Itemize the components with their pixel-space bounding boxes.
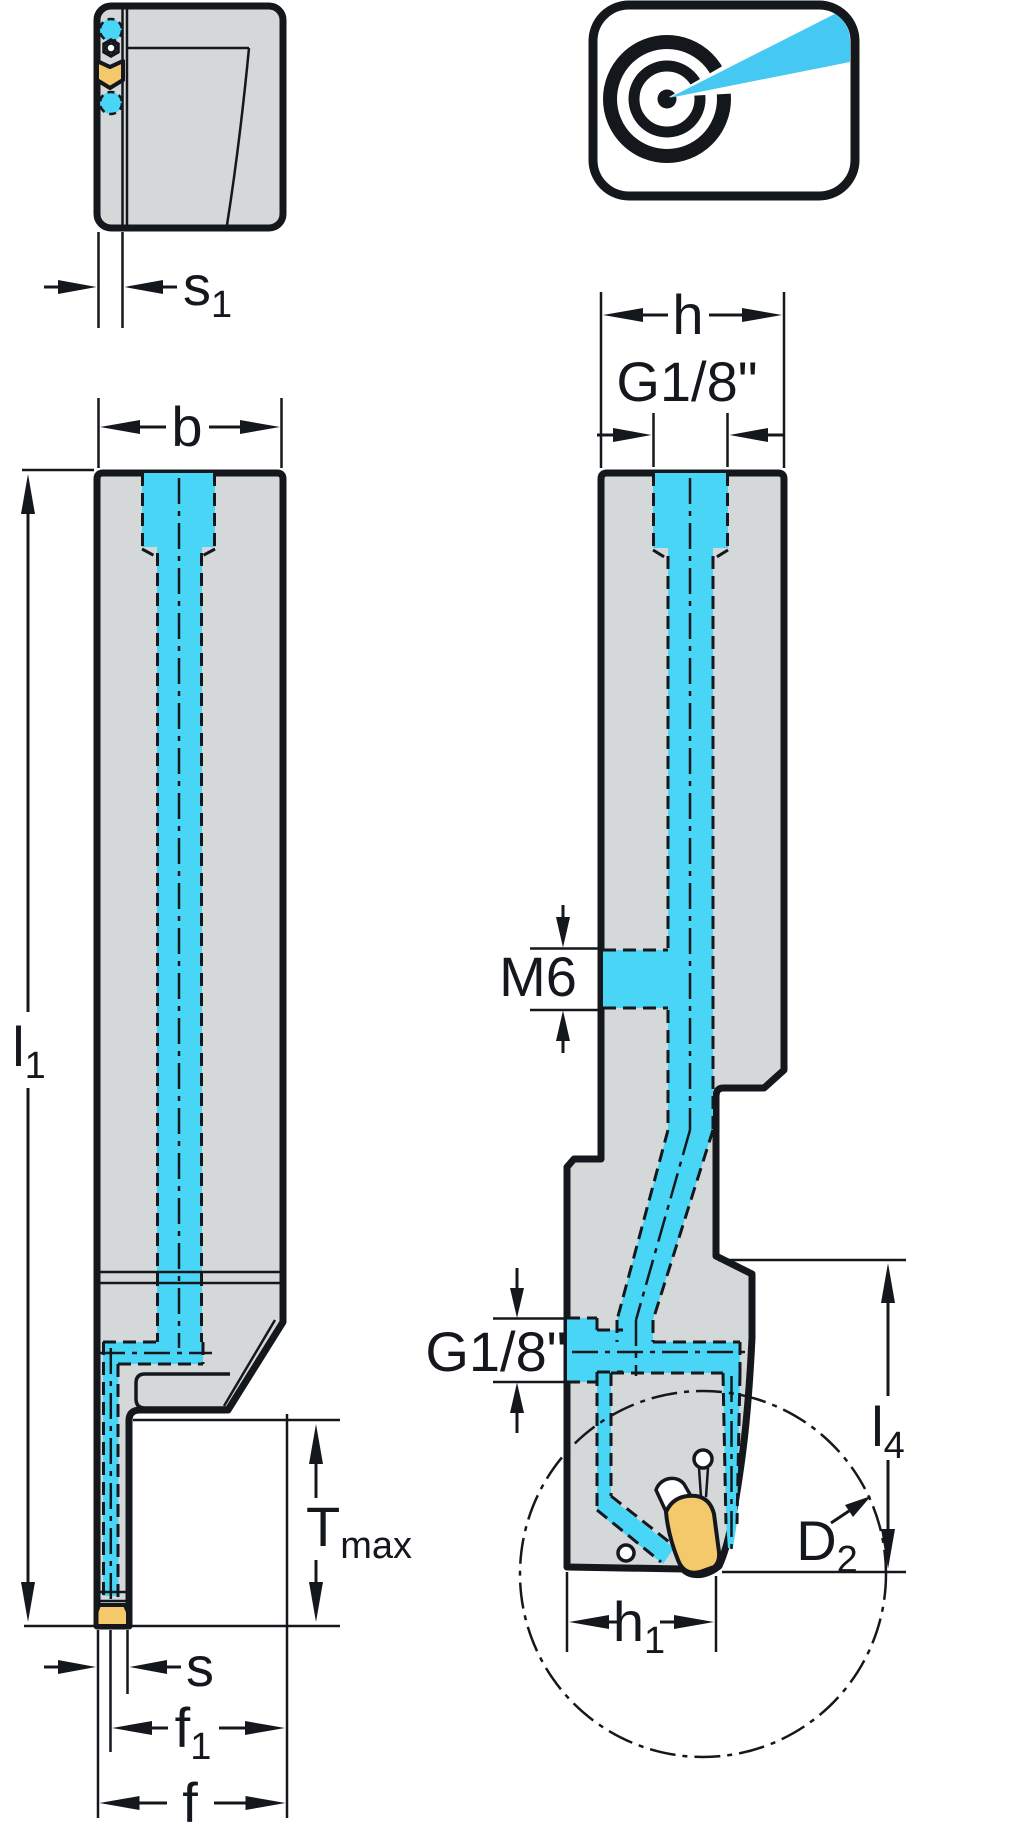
dim-tmax-arrows [309,1424,323,1622]
dim-h1-label: h1 [613,1590,665,1662]
dim-g18-side: G1/8" [425,1268,567,1433]
blade-support-plate [134,1372,230,1410]
side-coolant-dashed-outline [567,473,742,1564]
top-view-body [93,2,287,232]
dim-b: b [97,395,283,468]
dim-d2: D2 [796,1496,871,1581]
dim-g18-top-label: G1/8" [616,350,757,413]
coolant-hole-icon [98,17,124,43]
dim-b-arrows [100,420,280,434]
max-diameter-circle [518,1389,888,1759]
top-view [93,2,287,232]
dim-tmax-extension-lines [133,1414,340,1818]
dim-l4-extension-lines [718,1258,906,1574]
dim-g18-top-arrows [613,428,768,442]
insert-front [94,1603,130,1628]
dim-d2-arrow [845,1496,871,1517]
dim-l1: l1 [12,468,340,1628]
dim-h1-arrows [569,1615,714,1629]
insert-top-section [95,59,125,90]
dim-s-extension-lines [96,1630,129,1818]
clamp-screw-bore [105,42,117,54]
dim-s-arrows [58,1660,167,1674]
dim-m6-label: M6 [499,945,577,1008]
dim-h: h [599,283,786,468]
dim-m6: M6 [499,905,599,1053]
dim-s1-arrows [58,280,163,294]
side-view [518,469,888,1759]
top-view-edge-lines [121,9,251,226]
dim-h-extension-lines [599,292,786,468]
blade-hole [616,1543,636,1563]
clamp-pin-head [692,1448,714,1470]
clamp-pin-stem [697,1467,710,1498]
side-coolant-channel [567,473,740,1564]
dim-s-label: s [186,1635,214,1698]
dim-s: s [44,1630,214,1818]
dim-m6-arrows [556,917,570,1041]
precision-coolant-target-icon [588,0,860,201]
dim-b-label: b [171,395,202,458]
dim-f1: f1 [109,1630,285,1768]
dim-d2-leader-line [830,1509,850,1525]
icon-border [588,0,860,201]
dim-f-label: f [182,1771,198,1834]
side-centerlines [572,478,746,1556]
dim-tmax-label: Tmax [306,1495,412,1567]
front-centerlines [99,478,212,1608]
dim-g18-side-extension-lines [493,1317,565,1384]
jet-clearance-wedge [669,10,850,97]
target-center-dot-icon [657,89,677,109]
dim-tmax: Tmax [133,1414,412,1818]
dim-m6-extension-lines [530,947,599,1012]
dim-h1-extension-lines [565,1572,718,1652]
dim-f1-arrows [112,1721,285,1735]
dim-l1-label: l1 [12,1015,46,1087]
dim-s1: s1 [44,232,232,328]
dim-s1-extension-lines [97,232,124,328]
dim-f: f [99,1771,286,1834]
target-outer-ring-icon [603,35,731,163]
dim-f-arrows [99,1796,286,1810]
coolant-hole-icon [98,90,124,116]
dim-h1: h1 [565,1572,718,1662]
dim-g18-side-arrows [510,1288,524,1413]
dim-l4-label: l4 [871,1395,905,1467]
dim-g18-side-label: G1/8" [425,1320,566,1383]
insert-side [664,1493,722,1575]
dim-d2-label: D2 [796,1509,858,1581]
dim-h-label: h [672,283,703,346]
target-middle-ring-icon [628,60,706,138]
front-view [93,469,287,1630]
coolant-jet-icon [669,10,850,98]
dim-l4: l4 [718,1258,906,1574]
dim-g18-top: G1/8" [597,350,784,467]
dim-b-extension-lines [97,398,283,468]
front-detail-lines [97,1270,283,1603]
dim-f1-label: f1 [175,1696,212,1768]
dim-s1-label: s1 [183,254,232,326]
dim-g18-top-extension-lines [652,413,729,467]
dim-h-arrows [603,308,782,322]
